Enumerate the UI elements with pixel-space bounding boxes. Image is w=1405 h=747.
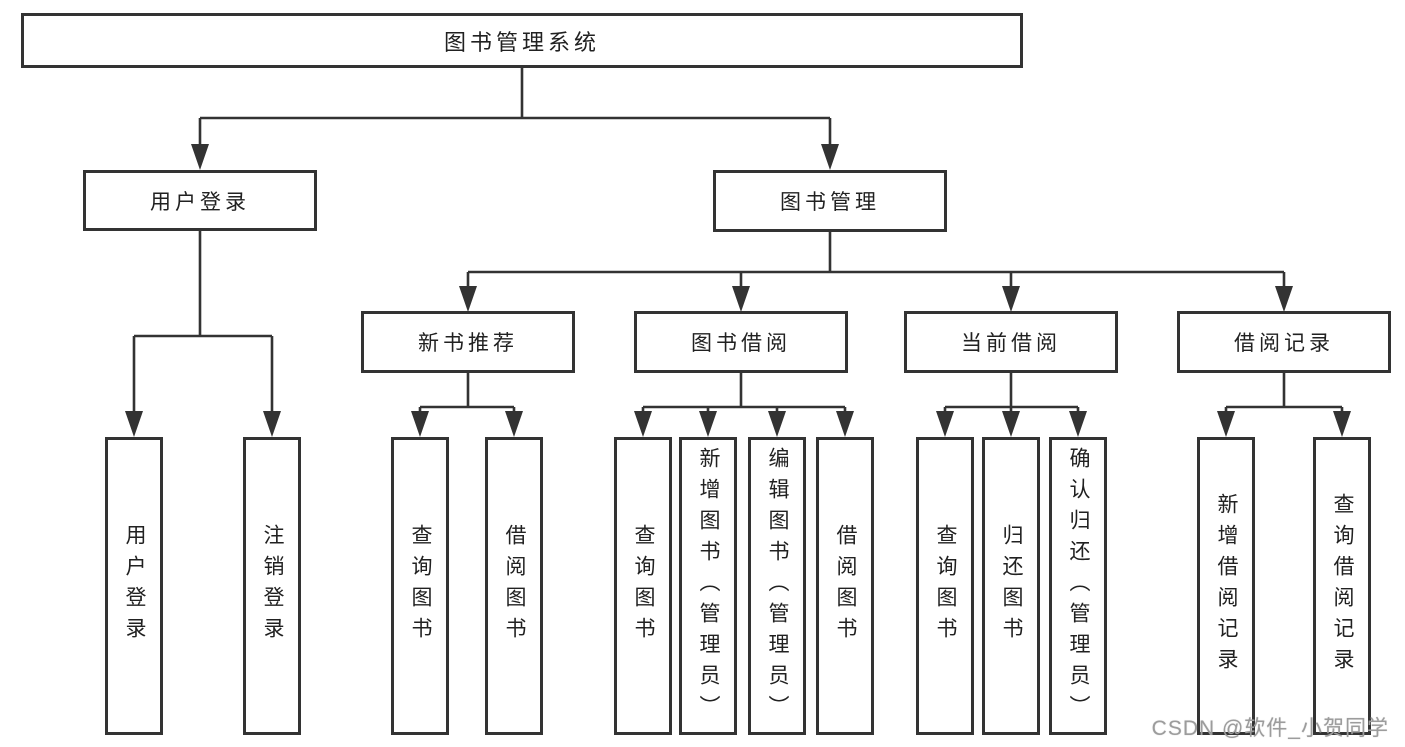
leaf-logout: 注销登录 [243,437,301,735]
node-book-management: 图书管理 [713,170,947,232]
leaf-add-borrow-record: 新增借阅记录 [1197,437,1255,735]
node-library-system: 图书管理系统 [21,13,1023,68]
node-new-book-recommend: 新书推荐 [361,311,575,373]
leaf-edit-book-admin: 编辑图书（管理员） [748,437,806,735]
connector-lines [132,68,1344,412]
leaf-borrow-books-recommend: 借阅图书 [485,437,543,735]
leaf-query-borrow-record: 查询借阅记录 [1313,437,1371,735]
csdn-watermark: CSDN @软件_小贺同学 [1151,717,1389,740]
leaf-query-books-borrowing: 查询图书 [614,437,672,735]
leaf-borrow-books: 借阅图书 [816,437,874,735]
node-borrowing-records: 借阅记录 [1177,311,1391,373]
leaf-query-books-current: 查询图书 [916,437,974,735]
leaf-confirm-return-admin: 确认归还（管理员） [1049,437,1107,735]
node-user-login: 用户登录 [83,170,317,231]
leaf-return-book: 归还图书 [982,437,1040,735]
leaf-user-login: 用户登录 [105,437,163,735]
node-current-borrowing: 当前借阅 [904,311,1118,373]
leaf-query-books-recommend: 查询图书 [391,437,449,735]
node-book-borrowing: 图书借阅 [634,311,848,373]
arrowhead-icons [125,144,1351,437]
leaf-add-book-admin: 新增图书（管理员） [679,437,737,735]
